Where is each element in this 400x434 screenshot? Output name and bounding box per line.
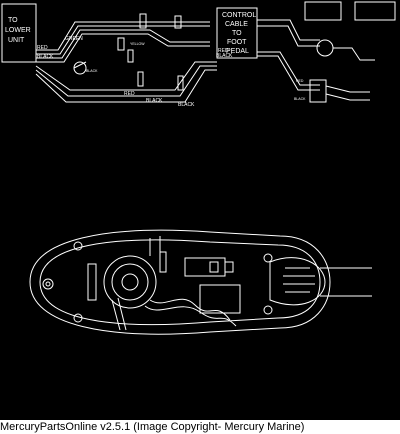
- mount-hole-2: [73, 241, 83, 251]
- mount-hole-4: [263, 253, 273, 263]
- box-top-right-2: [354, 1, 396, 21]
- connector-mid-2: [127, 49, 134, 63]
- grip-ribs: [283, 267, 315, 293]
- lower-unit-box: [1, 3, 37, 63]
- wire-lower-3: [35, 69, 217, 103]
- wire-label-black-left: BLACK: [37, 54, 54, 60]
- motor-circle-right: [316, 39, 334, 57]
- mount-hole-5: [263, 305, 273, 315]
- image-caption: MercuryPartsOnline v2.5.1 (Image Copyrig…: [0, 420, 400, 434]
- lower-unit-line-1: TO: [8, 17, 18, 24]
- wire-lower-2: [35, 65, 217, 97]
- wire-label-black-bottom-2: BLACK: [178, 102, 195, 108]
- connector-low-1: [137, 71, 144, 87]
- connector-top-2: [174, 15, 182, 29]
- wire-label-red-right: RED: [296, 79, 304, 83]
- mount-hole-3: [73, 313, 83, 323]
- top-leads: [149, 236, 161, 256]
- motor-head-assembly: [29, 229, 372, 335]
- wire-right-3: [333, 47, 375, 61]
- speed-switch-middle: [111, 263, 149, 301]
- lower-unit-line-2: LOWER: [5, 27, 31, 34]
- wire-label-black-bottom-1: BLACK: [146, 98, 163, 104]
- terminal-block: [199, 284, 241, 314]
- wire-label-black-mid: BLACK: [216, 53, 233, 59]
- control-cable-line-3: TO: [232, 30, 242, 37]
- box-top-right-1: [304, 1, 342, 21]
- control-cable-line-4: FOOT: [227, 39, 247, 46]
- housing-inner-outline: [39, 239, 321, 326]
- lower-unit-line-3: UNIT: [8, 37, 25, 44]
- motor-switch-circle: [73, 61, 87, 75]
- connector-mid-1: [117, 37, 125, 51]
- connector-low-2: [177, 75, 184, 91]
- wire-right-2: [257, 25, 320, 47]
- wire-trunk-3: [36, 29, 210, 59]
- housing-outline: [29, 229, 331, 335]
- control-cable-line-1: CONTROL: [222, 12, 256, 19]
- control-cable-box: [216, 7, 258, 59]
- relay-1: [209, 261, 219, 273]
- mount-hole-1-inner: [45, 281, 51, 287]
- wire-battery-1: [325, 85, 370, 93]
- wire-label-red-mid: RED: [218, 48, 229, 54]
- relay-board: [184, 257, 226, 277]
- connector-top-1: [139, 13, 147, 29]
- wire-label-red-bottom: RED: [124, 91, 135, 97]
- control-cable-line-5: PEDAL: [226, 48, 249, 55]
- wire-lower-1: [35, 61, 217, 91]
- wire-right-5: [257, 55, 320, 91]
- harness-wire-3: [111, 297, 127, 331]
- wire-label-black-right: BLACK: [294, 97, 306, 101]
- shaft-lines: [320, 267, 372, 297]
- harness-wire-1: [149, 298, 231, 321]
- parts-diagram-image: TO LOWER UNIT CONTROL CABLE TO FOOT PEDA…: [0, 0, 400, 420]
- bracket-top: [159, 251, 167, 273]
- control-cable-line-2: CABLE: [225, 21, 248, 28]
- relay-2: [224, 261, 234, 273]
- switch-lever: [73, 61, 87, 69]
- harness-wire-2: [144, 305, 237, 327]
- wire-battery-2: [325, 93, 370, 101]
- bracket-left: [87, 263, 97, 301]
- schematic-labels: TO LOWER UNIT CONTROL CABLE TO FOOT PEDA…: [5, 12, 306, 108]
- grip-cap: [269, 257, 326, 306]
- wire-label-black: BLACK: [86, 69, 98, 73]
- speed-switch-hub: [121, 273, 139, 291]
- mount-hole-1: [42, 278, 54, 290]
- wiring-schematic: [1, 1, 396, 103]
- wire-trunk-4: [36, 33, 210, 63]
- wire-right-1: [257, 19, 320, 41]
- wire-trunk-1: [36, 21, 210, 51]
- wire-label-red-left: RED: [37, 45, 48, 51]
- diagram-svg: TO LOWER UNIT CONTROL CABLE TO FOOT PEDA…: [1, 1, 396, 335]
- wire-label-yellow: YELLOW: [130, 42, 145, 46]
- speed-switch-outer: [103, 255, 157, 309]
- breaker-box: [309, 79, 327, 103]
- wire-label-green: GREEN: [65, 36, 83, 42]
- wire-trunk-2: [36, 25, 210, 55]
